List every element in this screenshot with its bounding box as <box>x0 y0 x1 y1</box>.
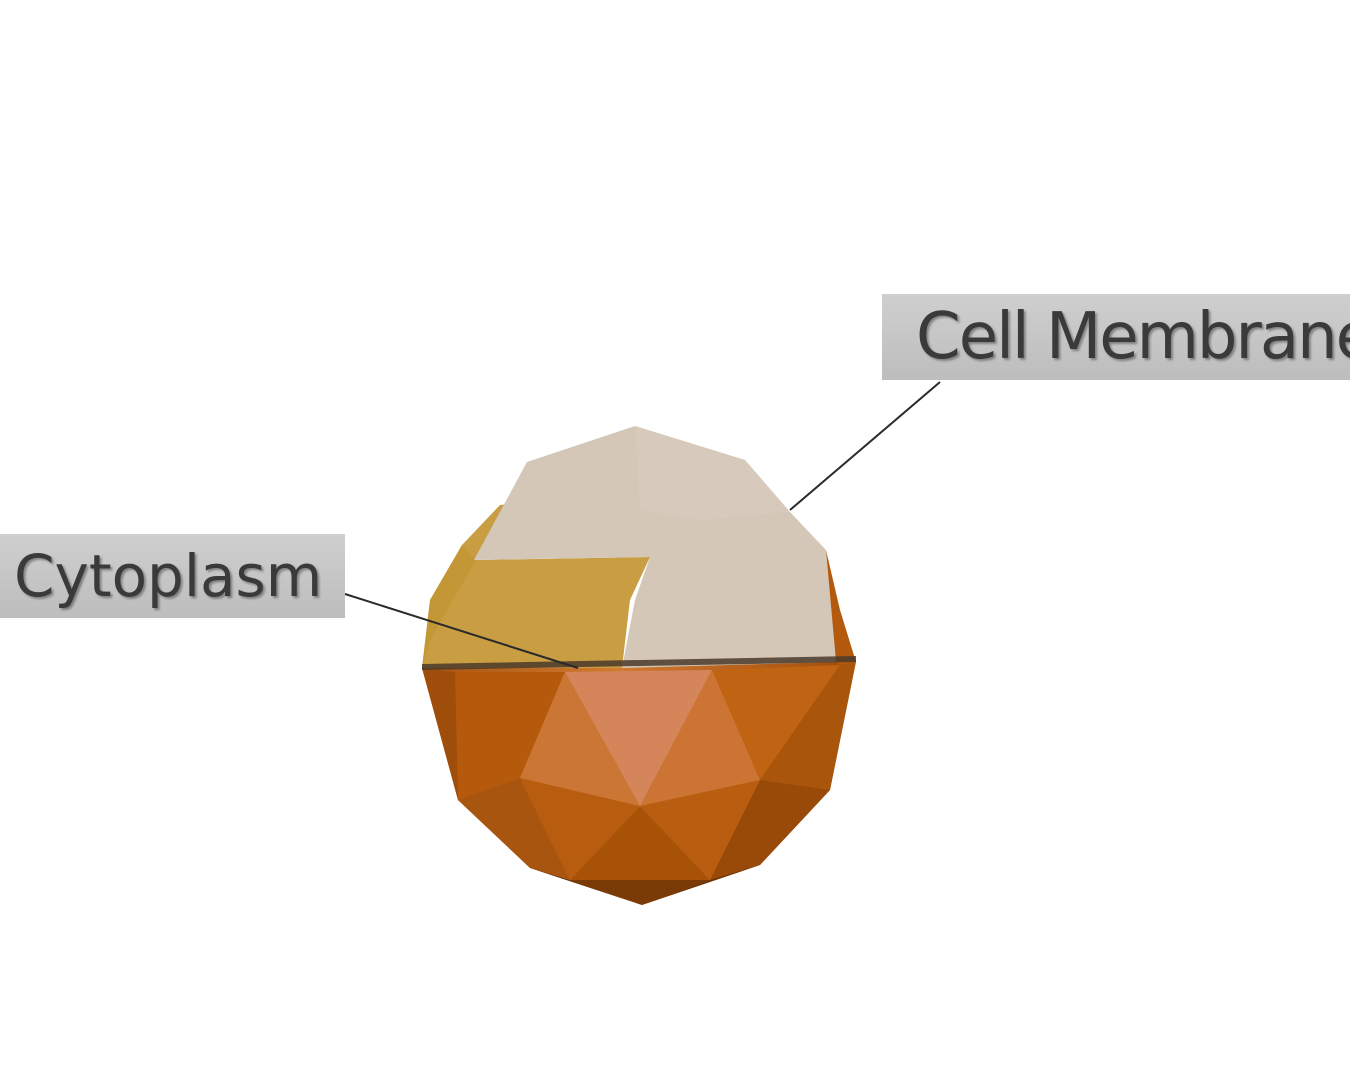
membrane-region <box>474 426 856 668</box>
cytoplasm-label: Cytoplasm <box>0 534 345 618</box>
cytoplasm-leader-line <box>344 593 579 669</box>
cell-membrane-label: Cell Membrane <box>882 294 1350 380</box>
cell-membrane-label-text: Cell Membrane <box>916 300 1350 374</box>
cut-rim <box>422 656 856 670</box>
cytoplasm-region <box>422 500 650 668</box>
cytoplasm-label-text: Cytoplasm <box>14 542 323 610</box>
membrane-leader-line <box>789 381 941 511</box>
cell-body <box>422 660 856 905</box>
